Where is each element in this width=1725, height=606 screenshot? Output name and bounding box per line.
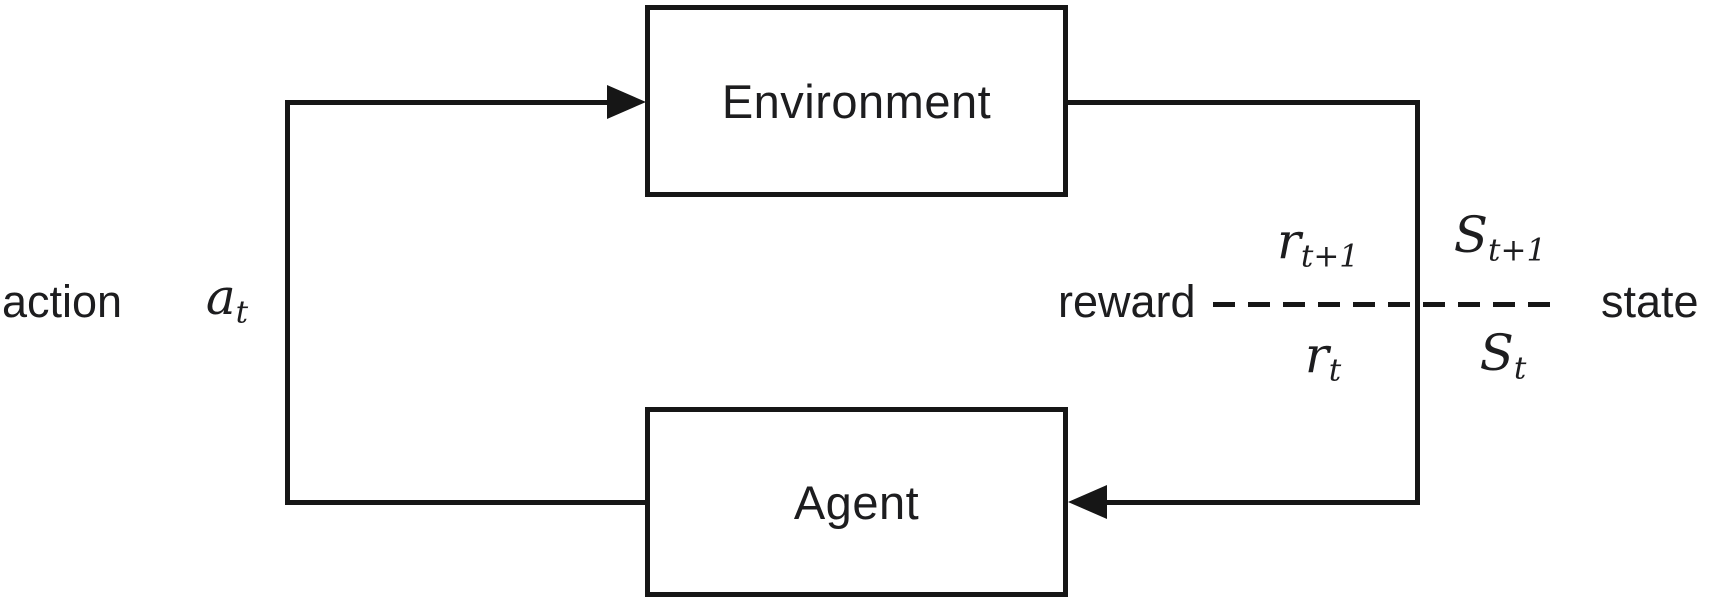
action-line-from-agent: [285, 500, 647, 505]
action-symbol-subscript: t: [235, 294, 249, 331]
feedback-line-from-environment: [1068, 100, 1420, 105]
agent-label: Agent: [793, 475, 920, 529]
state-current-symbol: St: [1448, 328, 1558, 385]
environment-node: Environment: [645, 5, 1068, 197]
state-next-symbol-base: S: [1453, 206, 1489, 264]
state-next-symbol: St+1: [1435, 210, 1565, 267]
action-line-to-environment: [285, 100, 612, 105]
action-symbol-base: a: [205, 268, 236, 326]
reward-next-symbol-subscript: t+1: [1300, 238, 1360, 275]
arrowhead-into-agent: [1068, 485, 1107, 519]
state-next-symbol-subscript: t+1: [1488, 232, 1547, 269]
action-label: action: [2, 276, 123, 327]
reward-next-symbol-base: r: [1276, 212, 1301, 270]
state-current-symbol-subscript: t: [1513, 350, 1527, 387]
reward-current-symbol: rt: [1268, 330, 1378, 387]
arrowhead-into-environment: [607, 85, 646, 119]
feedback-line-to-agent: [1105, 500, 1420, 505]
reward-current-symbol-subscript: t: [1328, 352, 1342, 389]
state-current-symbol-base: S: [1479, 324, 1514, 382]
reward-next-symbol: rt+1: [1253, 216, 1383, 273]
action-symbol: at: [192, 272, 262, 329]
environment-label: Environment: [721, 74, 992, 128]
time-step-divider-dashed-line: [1213, 302, 1558, 307]
reward-current-symbol-base: r: [1304, 326, 1329, 384]
state-label: state: [1601, 276, 1699, 327]
agent-node: Agent: [645, 407, 1068, 597]
action-line-vertical: [285, 100, 290, 505]
reward-label: reward: [1058, 276, 1196, 327]
